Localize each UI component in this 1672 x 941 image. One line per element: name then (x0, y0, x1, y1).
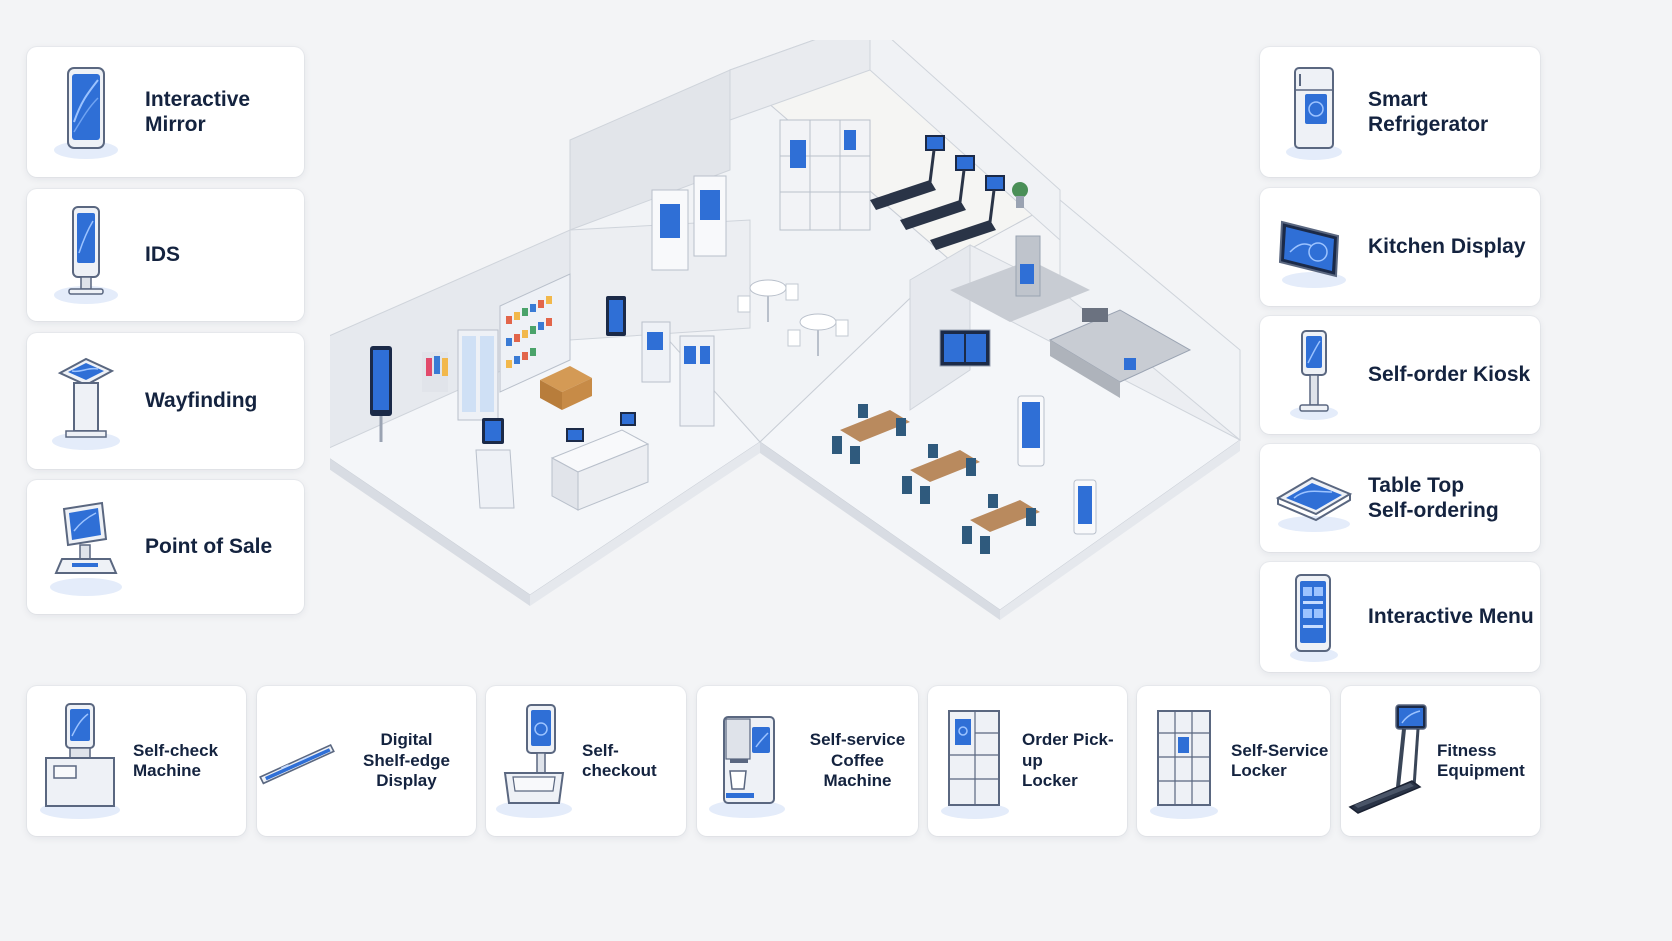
kitchen-display-icon (1260, 188, 1368, 306)
interactive-mirror-icon (27, 47, 145, 177)
card-label-line2: Equipment (1437, 761, 1525, 780)
card-order-pick-up-locker[interactable]: Order Pick-up Locker (928, 686, 1127, 836)
card-label-line1: Fitness (1437, 740, 1497, 760)
card-label-line2: Locker (1022, 771, 1078, 791)
card-label-line1: Interactive Menu (1368, 605, 1534, 629)
card-self-order-kiosk[interactable]: Self-order Kiosk (1260, 316, 1540, 434)
card-wayfinding[interactable]: Wayfinding (27, 333, 304, 469)
self-check-machine-icon (27, 686, 133, 836)
card-ids[interactable]: IDS (27, 189, 304, 321)
treadmills (870, 135, 1005, 250)
table-top-tablet-icon (1260, 444, 1368, 552)
card-smart-refrigerator[interactable]: Smart Refrigerator (1260, 47, 1540, 177)
card-label-line1: Table Top (1368, 473, 1465, 497)
smart-refrigerator-icon (1260, 47, 1368, 177)
self-order-kiosk-icon (1260, 316, 1368, 434)
card-label-line2: Shelf-edge Display (363, 750, 450, 791)
card-self-service-coffee-machine[interactable]: Self-service Coffee Machine (697, 686, 918, 836)
card-label-line1: Smart Refrigerator (1368, 87, 1489, 136)
card-label-line1: Self-order Kiosk (1368, 363, 1531, 387)
card-label-line1: Order Pick-up (1022, 730, 1114, 770)
interactive-menu-icon (1260, 562, 1368, 672)
card-self-check-machine[interactable]: Self-check Machine (27, 686, 246, 836)
card-label-line1: Self-check (133, 740, 219, 760)
pickup-locker-icon (928, 686, 1022, 836)
card-label-line1: Digital (380, 730, 433, 750)
wayfinding-kiosk-icon (27, 333, 145, 469)
card-label-line1: Wayfinding (145, 389, 258, 413)
card-point-of-sale[interactable]: Point of Sale (27, 480, 304, 614)
cafe-area (651, 175, 849, 356)
card-label-line2: Machine (133, 761, 202, 780)
card-label-line2: Coffee Machine (823, 750, 892, 791)
isometric-floor-plan (330, 40, 1241, 620)
point-of-sale-icon (27, 480, 145, 614)
gym-area (779, 119, 1028, 250)
card-label-line2: Self-ordering (1368, 499, 1499, 522)
shelf-edge-display-icon (257, 686, 337, 836)
card-interactive-menu[interactable]: Interactive Menu (1260, 562, 1540, 672)
self-checkout-icon (486, 686, 582, 836)
card-label-line1: Self-checkout (582, 740, 657, 780)
card-kitchen-display[interactable]: Kitchen Display (1260, 188, 1540, 306)
dining-tables (832, 404, 1040, 554)
card-label-line1: Kitchen Display (1368, 235, 1526, 259)
card-label-line1: IDS (145, 243, 181, 267)
product-shelves (506, 296, 552, 368)
ids-totem-icon (27, 189, 145, 321)
card-self-service-locker[interactable]: Self-Service Locker (1137, 686, 1330, 836)
retail-room (370, 273, 715, 511)
card-digital-shelf-edge-display[interactable]: Digital Shelf-edge Display (257, 686, 476, 836)
card-label-line2: Locker (1231, 761, 1287, 780)
card-fitness-equipment[interactable]: Fitness Equipment (1341, 686, 1540, 836)
card-label-line1: Point of Sale (145, 535, 273, 559)
card-label-line1: Self-Service (1231, 740, 1329, 760)
card-label-line2: Mirror (145, 113, 206, 136)
fitness-treadmill-icon (1341, 686, 1437, 836)
self-service-locker-icon (1137, 686, 1231, 836)
card-self-checkout[interactable]: Self-checkout (486, 686, 686, 836)
restaurant-area (832, 329, 1097, 554)
kitchen-area (950, 235, 1192, 398)
card-label-line1: Interactive (145, 87, 251, 111)
card-table-top-self-ordering[interactable]: Table Top Self-ordering (1260, 444, 1540, 552)
coffee-machine-icon (697, 686, 797, 836)
card-interactive-mirror[interactable]: Interactive Mirror (27, 47, 304, 177)
card-label-line1: Self-service (809, 730, 906, 750)
